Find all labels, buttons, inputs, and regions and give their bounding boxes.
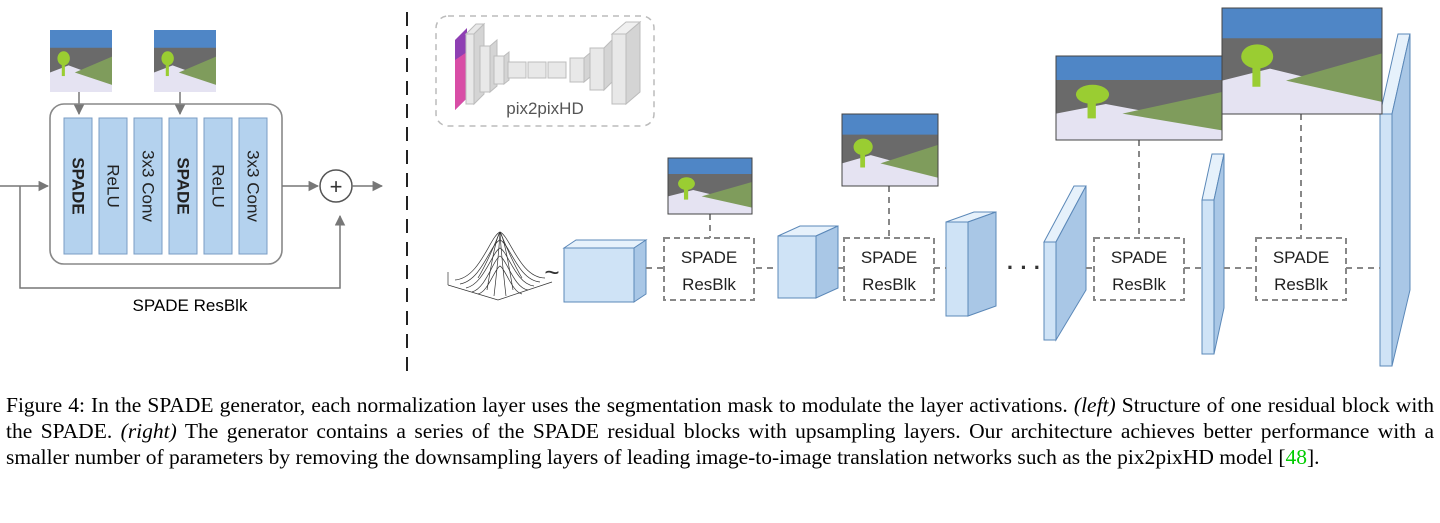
segmentation-mask-image	[1222, 8, 1382, 114]
ellipsis: · · ·	[1007, 255, 1041, 280]
resblk-layer-6	[238, 117, 268, 255]
bottleneck-block	[547, 61, 567, 79]
resblk-box-label: ResBlk	[1274, 275, 1328, 294]
resblk-box-label: ResBlk	[682, 275, 736, 294]
mask-border	[841, 113, 939, 187]
generator-diagram: pix2pixHD ~	[435, 7, 1411, 367]
resblk-layer-3	[133, 117, 163, 255]
noise-sample-symbol: ~	[544, 257, 559, 287]
feature-map-2	[777, 225, 839, 299]
caption-sentence-1: Figure 4: In the SPADE generator, each n…	[6, 393, 1068, 417]
caption-sentence-3: The generator contains a series of the S…	[6, 419, 1434, 469]
mask-border	[1221, 7, 1383, 115]
resblk-layer-1	[63, 117, 93, 255]
input-slab-shade	[455, 52, 467, 110]
segmentation-mask-image	[842, 114, 938, 186]
resblk-frame	[49, 103, 283, 265]
decoder-block	[611, 33, 627, 105]
resblk-layer-4	[168, 117, 198, 255]
spade-resblk-box-2	[843, 237, 935, 301]
resblk-box-label: SPADE	[1111, 248, 1167, 267]
resblk-layer-label: 3x3 Conv	[244, 150, 263, 222]
decoder-block-top	[610, 21, 642, 35]
resblk-layer-label: ReLU	[209, 164, 228, 207]
spade-resblk-box-3	[1093, 237, 1185, 301]
bottleneck-block	[527, 61, 547, 79]
resblk-layer-5	[203, 117, 233, 255]
decoder-block-side	[583, 51, 591, 84]
caption-sentence-2: Structure of one residual block with the…	[6, 393, 1435, 443]
segmentation-mask-image	[1056, 56, 1222, 140]
caption-left-tag: (left)	[1073, 393, 1116, 417]
resblk-layer-2	[98, 117, 128, 255]
segmentation-mask-image	[154, 30, 216, 92]
decoder-block-side	[625, 20, 641, 106]
resblk-layer-label: 3x3 Conv	[139, 150, 158, 222]
spade-resblk-diagram: SPADE ReLU 3x3 Conv SPADE ReLU 3x3 Conv + SPA…	[0, 30, 384, 315]
resblk-box-label: SPADE	[681, 248, 737, 267]
figure-caption: Figure 4: In the SPADE generator, each n…	[6, 392, 1434, 470]
encoder-block	[493, 55, 505, 85]
resblk-box-label: ResBlk	[1112, 275, 1166, 294]
encoder-block	[465, 33, 475, 105]
inset-frame	[435, 15, 655, 127]
resblk-box-label: SPADE	[1273, 248, 1329, 267]
feature-map-5	[1201, 153, 1225, 355]
feature-map-4	[1043, 185, 1087, 342]
segmentation-mask-image	[668, 158, 752, 214]
spade-resblk-box-1	[663, 237, 755, 301]
mask-border	[667, 157, 753, 215]
block-label: SPADE ResBlk	[133, 296, 248, 315]
feature-map-6	[1379, 33, 1411, 367]
caption-right-tag: (right)	[120, 419, 177, 443]
feature-map-3	[945, 211, 997, 317]
noise-gaussian-icon	[447, 231, 553, 301]
resblk-layer-label: SPADE	[69, 157, 88, 214]
resblk-layer-label: ReLU	[104, 164, 123, 207]
spade-resblk-boxes: SPADE ResBlk SPADE ResBlk SPADE ResBlk SPADE Re…	[663, 237, 1347, 301]
decoder-block	[589, 47, 605, 91]
resblk-box-label: ResBlk	[862, 275, 916, 294]
skip-connection-arrow	[19, 186, 346, 289]
mask-connectors	[709, 114, 1302, 238]
resblk-layers: SPADE ReLU 3x3 Conv SPADE ReLU 3x3 Conv	[63, 117, 268, 255]
segmentation-mask-image	[50, 30, 112, 92]
inset-label: pix2pixHD	[506, 99, 583, 118]
feature-map-1	[562, 239, 648, 303]
pix2pixhd-inset: pix2pixHD	[435, 15, 655, 127]
caption-end: ].	[1307, 445, 1320, 469]
resblk-layer-label: SPADE	[174, 157, 193, 214]
spade-resblk-box-4	[1255, 237, 1347, 301]
decoder-block	[569, 57, 585, 83]
resblk-box-label: SPADE	[861, 248, 917, 267]
citation-link[interactable]: 48	[1285, 445, 1308, 469]
bottleneck-block	[507, 61, 527, 79]
decoder-block-side	[603, 38, 613, 92]
sum-symbol: +	[330, 174, 343, 199]
encoder-block	[479, 45, 491, 93]
